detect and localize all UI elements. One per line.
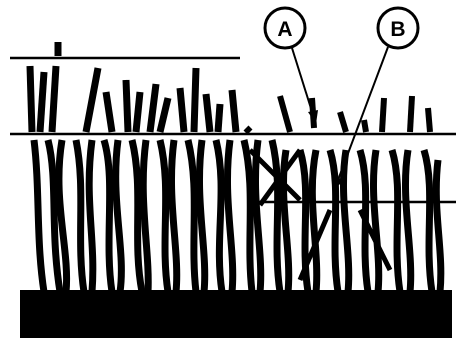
callout-b: B: [334, 6, 420, 190]
callout-b-circle: [376, 6, 420, 50]
callout-a-leader: [291, 47, 315, 119]
tall-fiber-group: [26, 42, 253, 135]
callout-a-label: A: [277, 18, 292, 41]
crossing-fibers: [248, 148, 393, 281]
callout-a: A: [263, 6, 318, 124]
short-fiber-group: [277, 95, 433, 133]
dense-pile-fibers: [30, 138, 445, 293]
carpet-backing: [20, 290, 452, 338]
callout-a-circle: [263, 6, 307, 50]
callout-b-label: B: [390, 18, 405, 41]
callout-a-arrowhead: [308, 110, 318, 124]
callout-b-arrowhead: [334, 176, 344, 190]
callout-b-leader: [337, 46, 389, 181]
